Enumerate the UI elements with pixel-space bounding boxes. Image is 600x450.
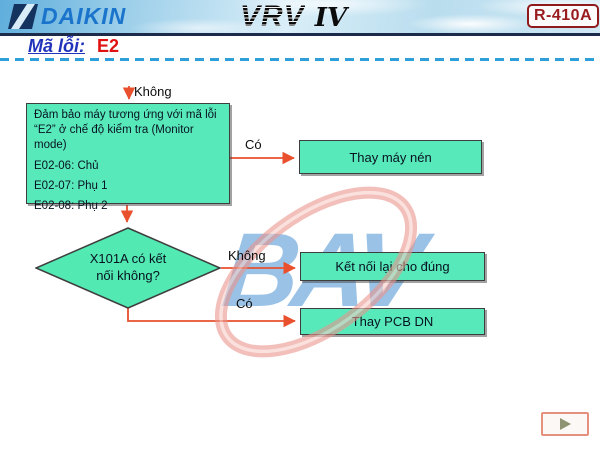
arrow-yes-pcb	[127, 307, 296, 328]
action-replace-pcb-box: Thay PCB DN	[300, 308, 485, 335]
decision-text: X101A có kết nối không?	[35, 227, 221, 309]
vrv-generation: IV	[314, 3, 348, 33]
action-replace-compressor-box: Thay máy nén	[299, 140, 482, 174]
check-monitor-mode-box: Đảm bảo máy tương ứng với mã lỗi “E2” ở …	[26, 103, 230, 212]
error-code-value: E2	[97, 36, 120, 56]
decision-diamond	[35, 227, 221, 309]
monitor-code-sub2: E02-08: Phụ 2	[34, 199, 108, 212]
dashed-divider	[0, 58, 600, 61]
error-code-title: Mã lỗi: E2	[28, 36, 119, 57]
next-slide-button[interactable]	[541, 412, 589, 436]
vrv-logo: VRV IV	[240, 0, 348, 33]
decision-line1: X101A có kết	[89, 251, 167, 267]
action-replace-pcb-label: Thay PCB DN	[351, 314, 434, 329]
daikin-checkmark-icon	[8, 4, 38, 29]
branch-label-no-top: Không	[134, 84, 172, 99]
vrv-wordmark: VRV	[240, 0, 305, 33]
next-arrow-icon	[559, 418, 571, 430]
check-monitor-mode-text: Đảm bảo máy tương ứng với mã lỗi “E2” ở …	[34, 109, 217, 152]
monitor-code-master: E02-06: Chủ	[34, 159, 99, 172]
refrigerant-badge: R-410A	[527, 4, 600, 28]
header-sky-banner: DAIKIN VRV IV R-410A	[0, 0, 600, 33]
header-divider	[0, 33, 600, 36]
action-reconnect-label: Kết nối lại cho đúng	[335, 259, 450, 274]
branch-label-yes-compressor: Có	[245, 137, 262, 152]
action-replace-compressor-label: Thay máy nén	[349, 149, 432, 165]
action-reconnect-box: Kết nối lại cho đúng	[300, 252, 485, 281]
branch-label-yes-pcb: Có	[236, 296, 253, 311]
branch-label-no-connect: Không	[228, 248, 266, 263]
daikin-logo: DAIKIN	[8, 3, 126, 30]
monitor-code-sub1: E02-07: Phụ 1	[34, 179, 108, 192]
daikin-wordmark: DAIKIN	[41, 3, 127, 29]
error-code-label: Mã lỗi:	[28, 36, 85, 56]
decision-line2: nối không?	[96, 268, 160, 283]
